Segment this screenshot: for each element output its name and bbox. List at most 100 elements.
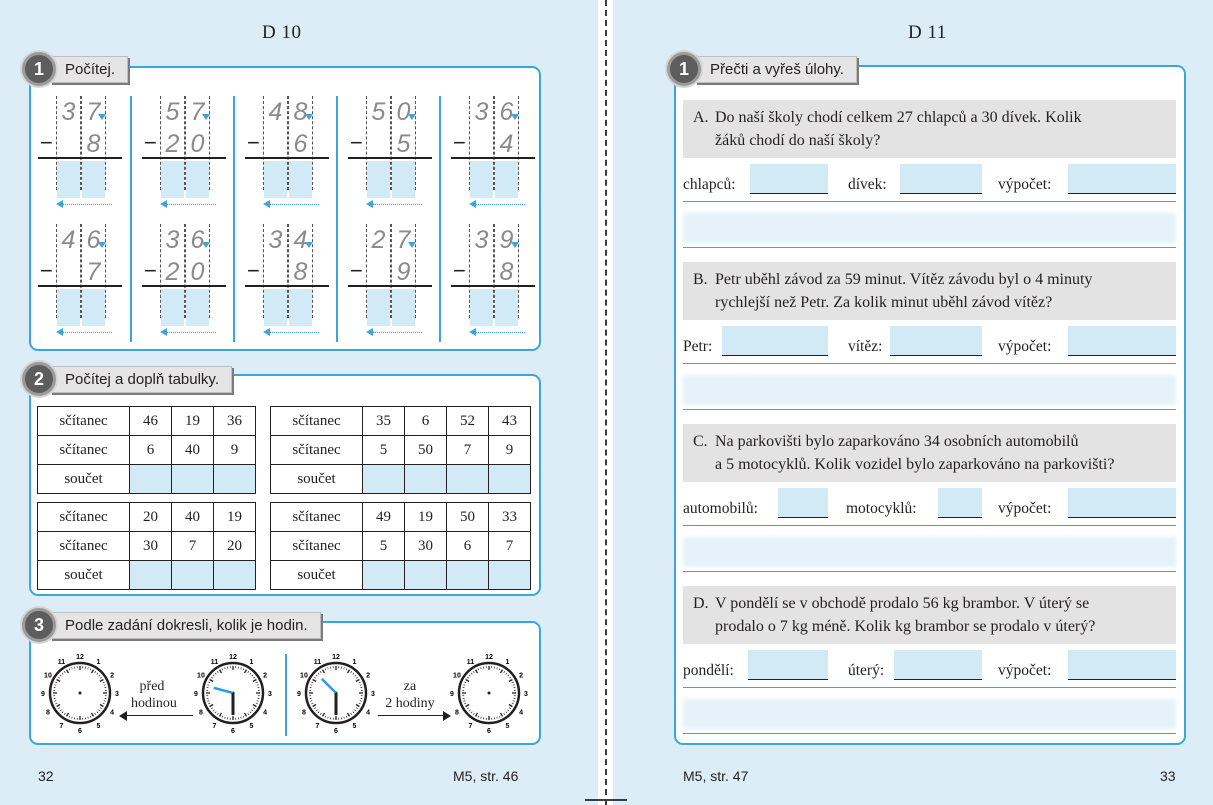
calculation-label: výpočet: [998, 662, 1052, 679]
answer-tens-field[interactable] [470, 289, 493, 326]
answer-ones-field[interactable] [495, 289, 518, 326]
answer-field-2[interactable] [938, 488, 982, 518]
minuend-ones: 6 [86, 226, 101, 254]
table-cell: 7 [488, 531, 531, 561]
borrow-arrow [370, 204, 422, 205]
sum-field[interactable] [404, 464, 447, 494]
sum-field[interactable] [129, 464, 172, 494]
row-label: sčítanec [270, 406, 363, 436]
tens-column [160, 224, 185, 318]
answer-writing-area[interactable] [683, 375, 1176, 405]
answer-tens-field[interactable] [264, 161, 287, 198]
answer-field-2[interactable] [894, 650, 982, 680]
table-row: součet [37, 464, 256, 494]
table-cell: 20 [213, 531, 256, 561]
answer-tens-field[interactable] [57, 289, 80, 326]
answer-ones-field[interactable] [289, 289, 312, 326]
minuend-tens: 5 [165, 98, 180, 126]
sum-field[interactable] [488, 560, 531, 590]
sum-field[interactable] [171, 464, 214, 494]
answer-ones-field[interactable] [82, 289, 105, 326]
sum-field[interactable] [404, 560, 447, 590]
answer-field-2[interactable] [900, 164, 982, 194]
before-hour-label-2: hodinou [131, 696, 177, 711]
before-hour-label-1: před [139, 679, 165, 694]
sum-field[interactable] [446, 560, 489, 590]
clock-tick [94, 670, 97, 673]
clock-tick [102, 702, 105, 705]
answer-tens-field[interactable] [57, 161, 80, 198]
sum-field[interactable] [488, 464, 531, 494]
row-label: součet [270, 560, 363, 590]
answer-tens-field[interactable] [264, 289, 287, 326]
result-line [38, 157, 122, 159]
table-cell: 5 [362, 435, 405, 465]
clock-tick [355, 703, 360, 708]
answer-tens-field[interactable] [367, 161, 390, 198]
answer-underline [683, 733, 1176, 734]
clock-tick [350, 670, 353, 673]
minus-sign: − [40, 258, 53, 283]
answer-field-1[interactable] [750, 164, 828, 194]
right-arrow-head [443, 711, 451, 721]
ones-column [391, 224, 416, 318]
answer-field-1[interactable] [748, 650, 828, 680]
answer-tens-field[interactable] [161, 161, 184, 198]
table-row: součet [270, 560, 531, 590]
result-line [348, 157, 432, 159]
answer-tens-field[interactable] [367, 289, 390, 326]
task2-number: 2 [22, 362, 56, 396]
answer-writing-area[interactable] [683, 699, 1176, 729]
sum-field[interactable] [129, 560, 172, 590]
answer-tens-field[interactable] [161, 289, 184, 326]
answer-ones-field[interactable] [186, 289, 209, 326]
task3-label: Podle zadání dokresli, kolik je hodin. [50, 611, 321, 639]
clock-number: 9 [450, 691, 454, 698]
sum-field[interactable] [446, 464, 489, 494]
clock-tick [240, 667, 242, 670]
sum-field[interactable] [171, 560, 214, 590]
clock-tick [509, 676, 512, 679]
answer-ones-field[interactable] [495, 161, 518, 198]
answer-writing-area[interactable] [683, 537, 1176, 567]
clock-number: 1 [97, 659, 101, 666]
answer-tens-field[interactable] [470, 161, 493, 198]
answer-field-1[interactable] [778, 488, 828, 518]
ones-column [494, 224, 519, 318]
calculation-field[interactable] [1068, 326, 1176, 356]
minuend-ones: 6 [190, 226, 205, 254]
answer-field-1[interactable] [722, 326, 828, 356]
table-cell: 36 [213, 406, 256, 436]
clock-tick [499, 669, 504, 674]
sum-field[interactable] [362, 560, 405, 590]
minuend-ones: 9 [499, 226, 514, 254]
calculation-field[interactable] [1068, 488, 1176, 518]
clock-tick [319, 670, 322, 673]
answer-ones-field[interactable] [392, 161, 415, 198]
answer-label-2: motocyklů: [846, 500, 917, 517]
clock-tick [98, 709, 101, 712]
answer-ones-field[interactable] [392, 289, 415, 326]
answer-ones-field[interactable] [82, 161, 105, 198]
problem-letter: C. [693, 433, 708, 450]
table-cell: 30 [404, 531, 447, 561]
answer-writing-area[interactable] [683, 213, 1176, 243]
clock-number: 3 [371, 691, 375, 698]
clock-tick [63, 713, 66, 716]
answer-ones-field[interactable] [289, 161, 312, 198]
row-label: sčítanec [270, 435, 363, 465]
answer-field-2[interactable] [890, 326, 982, 356]
clock-number: 9 [297, 691, 301, 698]
sum-field[interactable] [213, 464, 256, 494]
calculation-field[interactable] [1068, 650, 1176, 680]
sum-field[interactable] [362, 464, 405, 494]
answer-ones-field[interactable] [186, 161, 209, 198]
calculation-field[interactable] [1068, 164, 1176, 194]
sum-field[interactable] [213, 560, 256, 590]
clock-tick [356, 676, 359, 679]
